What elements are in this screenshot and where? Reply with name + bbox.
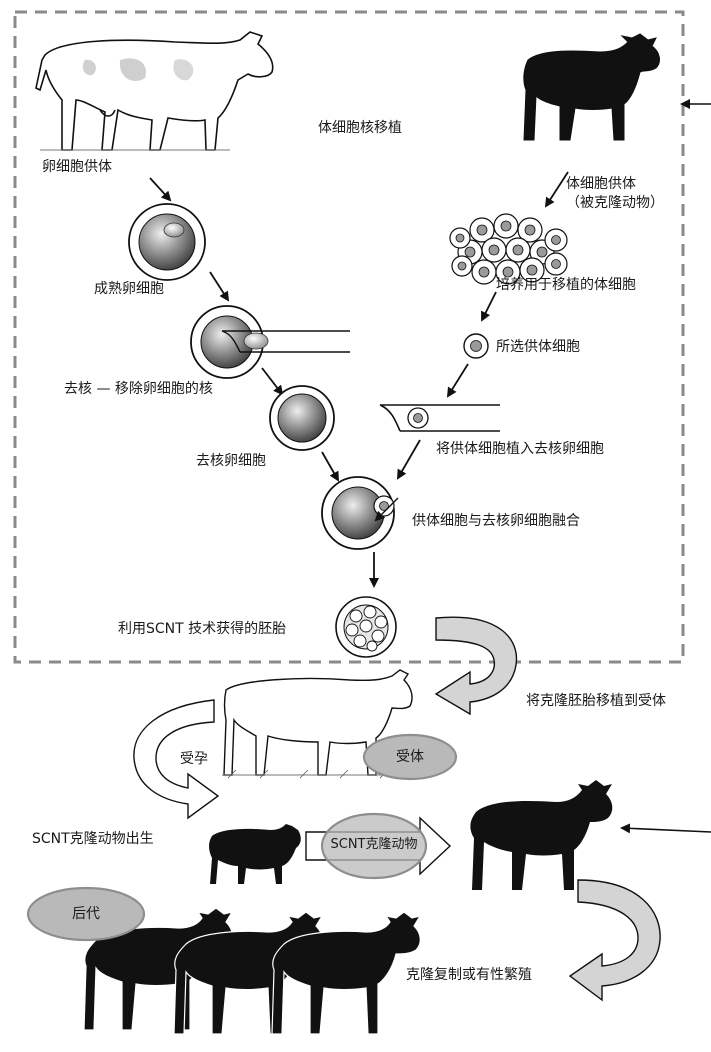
label-birth: SCNT克隆动物出生 [32, 830, 154, 848]
enucleation-cell [191, 306, 350, 378]
label-transfer: 将克隆胚胎移植到受体 [526, 692, 666, 710]
label-offspring: 后代 [56, 905, 116, 923]
arrow-donor-to-egg [150, 178, 170, 200]
label-scnt-animal: SCNT克隆动物 [318, 836, 430, 854]
adult-cloned-cow [470, 780, 612, 890]
arrow-to-enucleated [262, 368, 282, 394]
somatic-donor-cow [524, 34, 660, 140]
label-selected-cell: 所选供体细胞 [496, 338, 580, 356]
label-reproduction: 克隆复制或有性繁殖 [406, 966, 532, 984]
label-somatic-donor-1: 体细胞供体 [566, 175, 636, 193]
label-egg-donor: 卵细胞供体 [42, 158, 112, 176]
label-embryo: 利用SCNT 技术获得的胚胎 [118, 620, 286, 638]
label-fusion: 供体细胞与去核卵细胞融合 [412, 512, 580, 530]
arrow-culture-to-selected [482, 292, 496, 320]
label-recipient: 受体 [380, 748, 440, 766]
input-arrow-bottom [622, 828, 711, 832]
label-enucleated-egg: 去核卵细胞 [196, 452, 266, 470]
selected-donor-cell [464, 334, 488, 358]
label-pregnancy: 受孕 [180, 750, 208, 768]
fusion-cell [322, 477, 398, 549]
transfer-curved-arrow [436, 617, 516, 714]
scnt-embryo [336, 597, 396, 657]
label-cultured-cells: 培养用于移植的体细胞 [496, 276, 636, 294]
mature-egg-cell [129, 204, 205, 280]
label-enucleation: 去核 — 移除卵细胞的核 [64, 380, 213, 398]
arrow-enucleated-to-fusion [322, 452, 338, 480]
arrow-egg-to-enucleation [210, 272, 228, 300]
label-somatic-donor-2: （被克隆动物） [566, 194, 664, 212]
egg-donor-cow [36, 32, 273, 150]
reproduction-curved-arrow [570, 880, 660, 1000]
label-mature-egg: 成熟卵细胞 [94, 280, 164, 298]
label-implant-cell: 将供体细胞植入去核卵细胞 [436, 440, 604, 458]
implant-pipette [380, 405, 500, 431]
arrow-somatic-to-culture [546, 172, 568, 206]
enucleated-egg-cell [270, 386, 334, 450]
arrow-implant-to-fusion [398, 440, 420, 478]
arrow-selected-to-implant [448, 364, 468, 396]
label-scnt-process: 体细胞核移植 [318, 119, 402, 137]
cloned-calf [209, 824, 301, 884]
cultured-cells-cluster [450, 214, 567, 284]
